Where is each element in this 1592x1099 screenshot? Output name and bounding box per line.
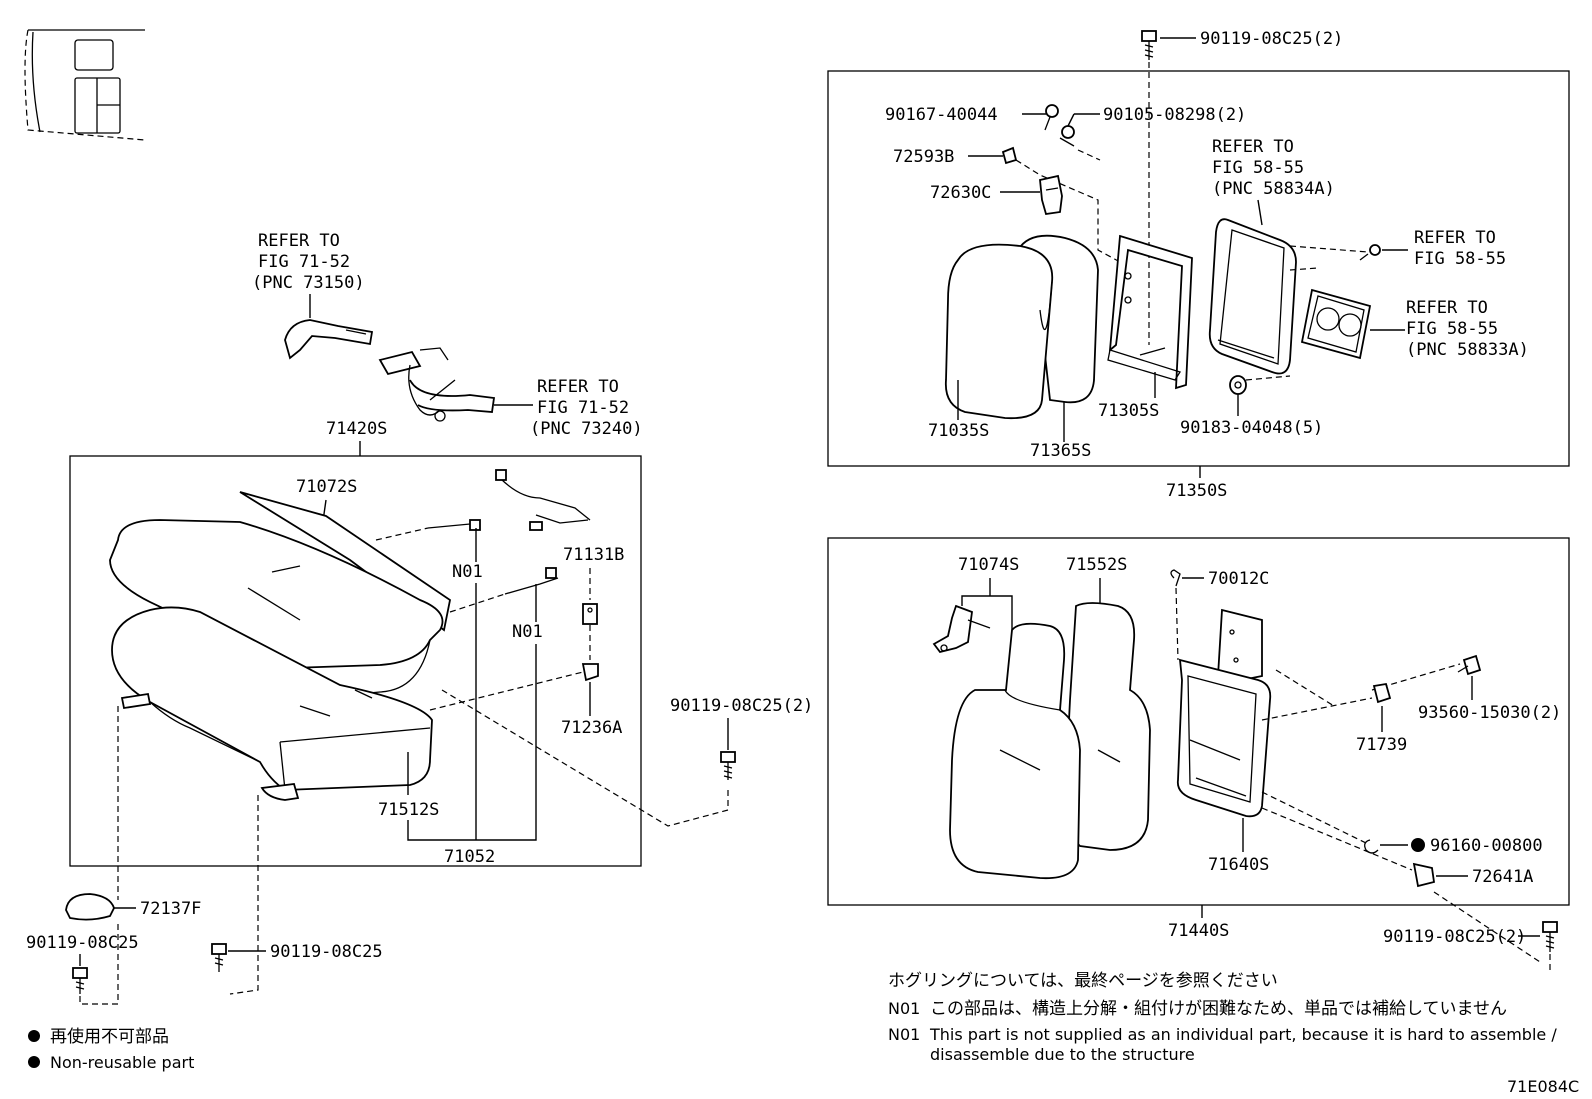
- label-71640s: 71640S: [1208, 855, 1269, 875]
- clip-icon: [1001, 146, 1018, 165]
- label-71035s: 71035S: [928, 421, 989, 441]
- label-90183-04048: 90183-04048(5): [1180, 418, 1323, 438]
- label-refer-58834a-3: (PNC 58834A): [1212, 179, 1335, 199]
- label-refer-58-55-2: FIG 58-55: [1414, 249, 1506, 269]
- assembly-box-71420s: [69, 455, 642, 867]
- vehicle-locator-icon: [24, 29, 146, 141]
- label-71305s: 71305S: [1098, 401, 1159, 421]
- label-bolt-left2: 90119-08C25: [270, 942, 383, 962]
- label-93560-15030: 93560-15030(2): [1418, 703, 1561, 723]
- figure-code: 71E084C: [1507, 1077, 1579, 1096]
- wire-harness: [427, 469, 591, 595]
- label-refer-73240-3: (PNC 73240): [530, 419, 643, 439]
- bolt-icon: [1044, 104, 1059, 131]
- bolt-icon: [72, 967, 88, 994]
- non-reusable-bullet-icon: [28, 1056, 40, 1068]
- label-71365s: 71365S: [1030, 441, 1091, 461]
- label-refer-73150-1: REFER TO: [258, 231, 340, 251]
- bolt-icon: [1141, 30, 1157, 60]
- label-71512s: 71512S: [378, 800, 439, 820]
- label-71440s: 71440S: [1168, 921, 1229, 941]
- label-n01-a: N01: [452, 562, 483, 582]
- label-refer-58-55-1: REFER TO: [1414, 228, 1496, 248]
- label-72630c: 72630C: [930, 183, 991, 203]
- label-top-bolt: 90119-08C25(2): [1200, 29, 1343, 49]
- note-n01-tag-jp: N01: [888, 999, 920, 1018]
- seat-belt-buckle: [284, 319, 496, 422]
- label-refer-73150-2: FIG 71-52: [258, 252, 350, 272]
- label-71236a: 71236A: [561, 718, 622, 738]
- seat-latch: [932, 604, 991, 654]
- bolt-icon: [1542, 921, 1558, 952]
- label-mid-bolt: 90119-08C25(2): [670, 696, 813, 716]
- label-90105-08298: 90105-08298(2): [1103, 105, 1246, 125]
- assembly-box-71350s: [827, 70, 1570, 467]
- label-71072s: 71072S: [296, 477, 357, 497]
- hook-icon: [1170, 569, 1181, 587]
- label-71350s: 71350S: [1166, 481, 1227, 501]
- cap-icon: [65, 893, 115, 921]
- label-72137f: 72137F: [140, 899, 201, 919]
- bolt-icon: [1457, 654, 1482, 676]
- label-71074s: 71074S: [958, 555, 1019, 575]
- screw-icon: [1059, 125, 1075, 147]
- clip-icon: [1364, 839, 1379, 854]
- clip-icon: [581, 663, 599, 682]
- seatback-frame: [1176, 608, 1272, 818]
- note-n01-tag-en: N01: [888, 1025, 920, 1044]
- nut-icon: [1372, 682, 1392, 704]
- label-refer-73240-2: FIG 71-52: [537, 398, 629, 418]
- clip-icon: [582, 603, 598, 625]
- non-reusable-marker-icon: [1411, 838, 1425, 852]
- label-71552s: 71552S: [1066, 555, 1127, 575]
- note-n01-jp: この部品は、構造上分解・組付けが困難なため、単品では補給していません: [930, 999, 1507, 1019]
- seatback-cushion: [944, 234, 1099, 420]
- nut-icon: [1229, 375, 1247, 395]
- label-90167-40044: 90167-40044: [885, 105, 998, 125]
- seatback-board: [1208, 218, 1297, 375]
- note-n01-en-1: This part is not supplied as an individu…: [929, 1025, 1557, 1044]
- label-refer-58833a-1: REFER TO: [1406, 298, 1488, 318]
- seat-cushion-base: [111, 606, 433, 801]
- label-71052: 71052: [444, 847, 495, 867]
- seatback-frame: [1107, 234, 1193, 390]
- cup-holder-panel: [1300, 288, 1372, 360]
- lock-icon: [1039, 174, 1063, 216]
- note-n01-en-2: disassemble due to the structure: [930, 1045, 1195, 1064]
- pin-icon: [1412, 862, 1436, 888]
- note-hog-ring: ホグリングについては、最終ページを参照ください: [888, 971, 1278, 991]
- label-bolt-right: 90119-08C25(2): [1383, 927, 1526, 947]
- label-refer-58833a-3: (PNC 58833A): [1406, 340, 1529, 360]
- label-bolt-left: 90119-08C25: [26, 933, 139, 953]
- label-96160-00800: 96160-00800: [1430, 836, 1543, 856]
- label-72641a: 72641A: [1472, 867, 1533, 887]
- screw-icon: [1359, 244, 1381, 261]
- label-refer-73150-3: (PNC 73150): [252, 273, 365, 293]
- label-71420s: 71420S: [326, 419, 387, 439]
- label-refer-73240-1: REFER TO: [537, 377, 619, 397]
- seatback-cover: [949, 602, 1151, 880]
- label-refer-58834a-2: FIG 58-55: [1212, 158, 1304, 178]
- non-reusable-bullet-icon: [28, 1030, 40, 1042]
- assembly-box-71440s: [827, 537, 1570, 906]
- label-refer-58833a-2: FIG 58-55: [1406, 319, 1498, 339]
- legend-en: Non-reusable part: [50, 1053, 194, 1072]
- label-70012c: 70012C: [1208, 569, 1269, 589]
- legend-jp: 再使用不可部品: [50, 1026, 169, 1047]
- bolt-icon: [211, 943, 227, 972]
- label-refer-58834a-1: REFER TO: [1212, 137, 1294, 157]
- label-71739: 71739: [1356, 735, 1407, 755]
- label-72593b: 72593B: [893, 147, 954, 167]
- bolt-icon: [720, 751, 736, 780]
- label-71131b: 71131B: [563, 545, 624, 565]
- label-n01-b: N01: [512, 622, 543, 642]
